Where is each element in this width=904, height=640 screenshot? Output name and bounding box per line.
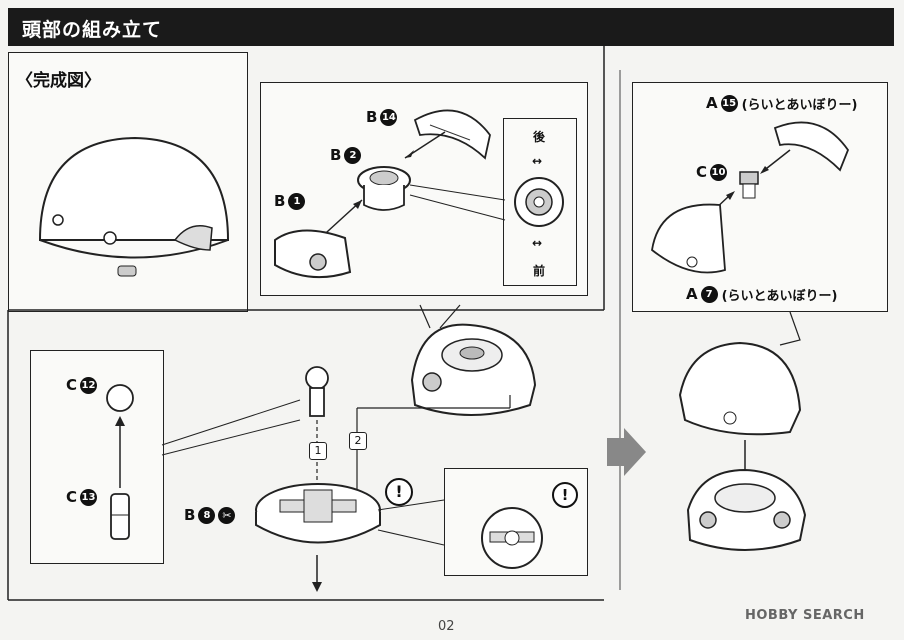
part-a7-small-illustration [651, 203, 726, 274]
part-number-badge: 13 [80, 489, 98, 506]
completed-view-title: 〈完成図〉 [16, 71, 101, 91]
color-note: (らいとあいぼりー) [741, 98, 858, 113]
orientation-arrows-bottom: ↔ [532, 236, 543, 250]
page-number: 02 [438, 619, 455, 634]
step-2-marker: 2 [349, 432, 367, 450]
part-letter: A [706, 94, 718, 112]
part-letter: B [330, 146, 342, 164]
part-letter: C [66, 376, 78, 394]
part-letter: A [686, 285, 698, 303]
part-b8-base-illustration [255, 483, 381, 544]
part-number-badge: 1 [288, 193, 306, 210]
orientation-arrows-top: ↔ [532, 154, 543, 168]
part-number-badge: 2 [344, 147, 362, 164]
cut-tool-icon: ✂ [218, 507, 236, 524]
part-number-badge: 15 [720, 95, 738, 112]
part-letter: B [184, 506, 196, 524]
part-letter: B [366, 108, 378, 126]
part-letter: B [274, 192, 286, 210]
next-step-arrow [607, 428, 646, 476]
part-a15-illustration [773, 121, 850, 172]
part-ball-stud [305, 366, 329, 417]
part-number-badge: 10 [710, 164, 728, 181]
final-step-panel [632, 82, 888, 312]
completed-head-illustration [38, 136, 230, 277]
caution-detail-illustration [481, 507, 543, 569]
ball-joint-panel [30, 350, 164, 564]
step-1-marker: 1 [309, 442, 327, 460]
assembled-core-final [686, 468, 807, 551]
page-title: 頭部の組み立て [22, 19, 163, 41]
part-letter: C [66, 488, 78, 506]
part-a7-large-illustration [678, 341, 802, 436]
assembled-head-core [410, 323, 537, 416]
part-c12-illustration [106, 384, 134, 412]
orientation-back-label: 後 [533, 130, 546, 144]
page-header: 頭部の組み立て [8, 8, 894, 46]
part-number-badge: 12 [80, 377, 98, 394]
color-note: (らいとあいぼりー) [721, 289, 838, 304]
part-number-badge: 14 [380, 109, 398, 126]
caution-icon-detail: ! [552, 482, 578, 508]
part-c13-illustration [110, 493, 130, 540]
part-b1-illustration [274, 229, 352, 279]
part-b2-illustration [357, 166, 411, 211]
caution-icon: ! [385, 478, 413, 506]
part-c10-illustration [739, 171, 759, 199]
watermark: HOBBY SEARCH [745, 608, 865, 623]
orientation-top-view [514, 177, 564, 227]
part-number-badge: 7 [700, 286, 718, 303]
part-b14-illustration [413, 109, 491, 160]
part-number-badge: 8 [198, 507, 216, 524]
orientation-front-label: 前 [533, 264, 546, 278]
part-letter: C [696, 163, 708, 181]
